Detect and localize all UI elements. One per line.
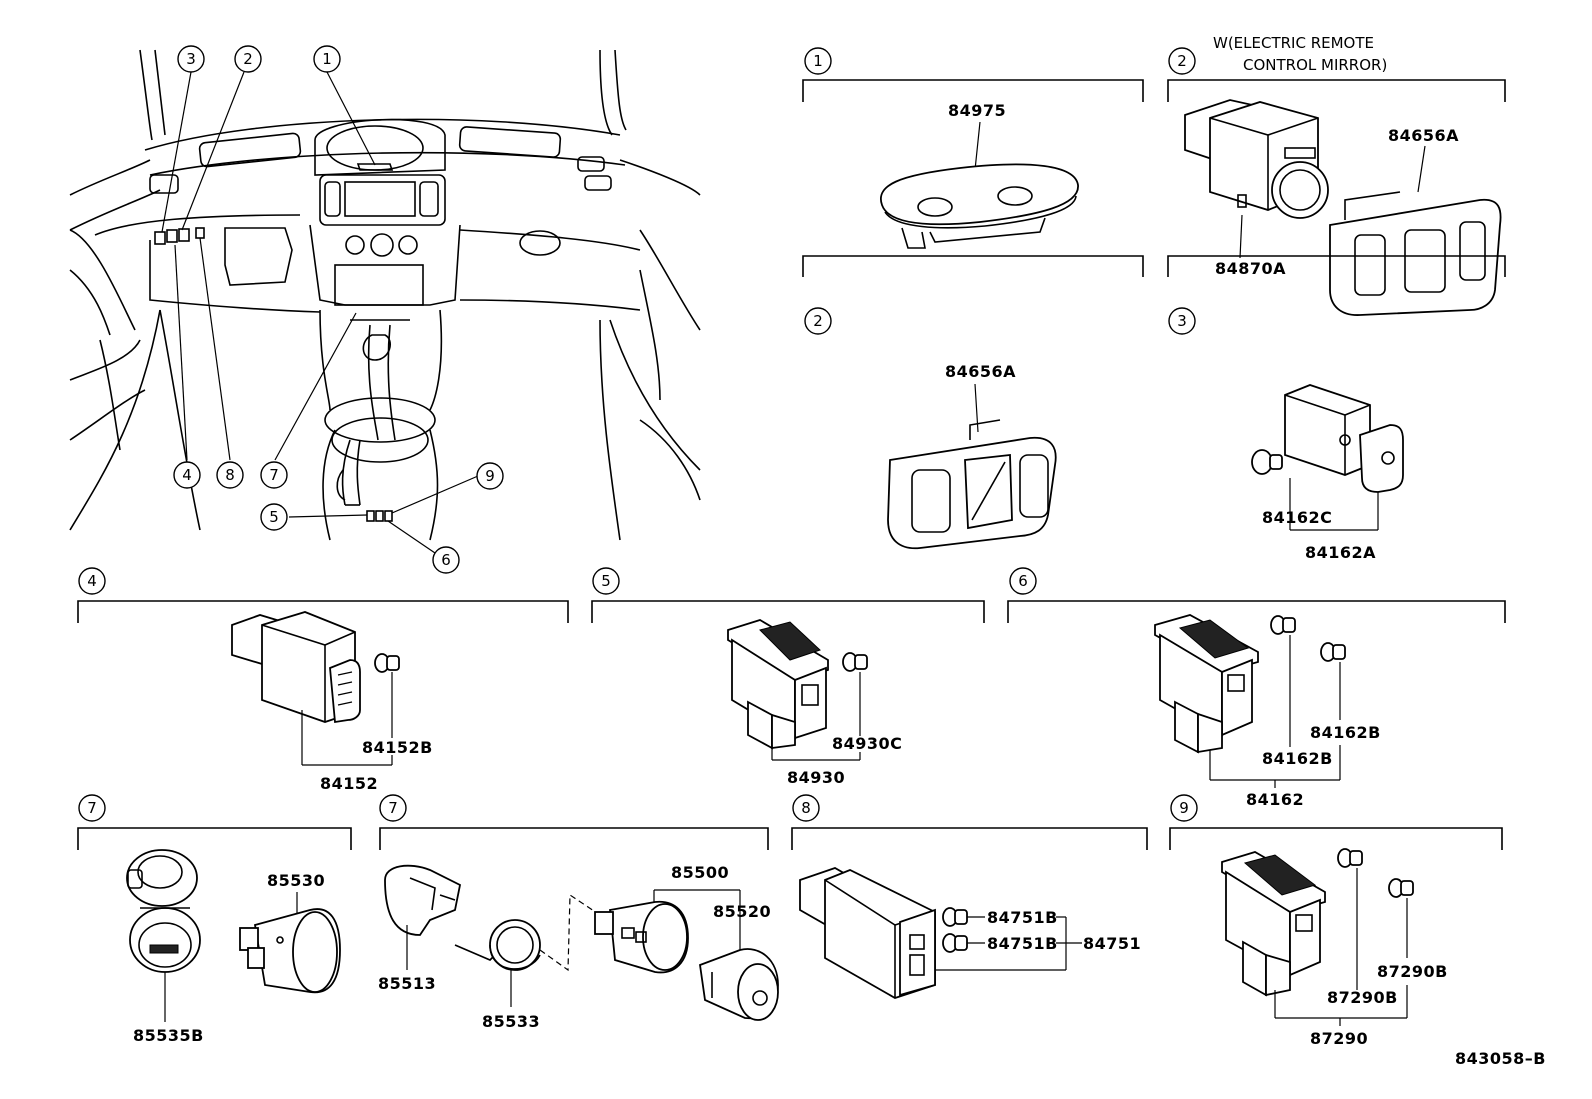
part-84656A-mirror: 84656A (1388, 126, 1459, 145)
svg-text:6: 6 (1018, 572, 1028, 590)
section-7b: 7 85513 85533 85500 85520 (378, 794, 779, 1031)
part-84152B: 84152B (362, 738, 433, 757)
callout-5: 5 (260, 503, 288, 531)
part-85535B: 85535B (133, 1026, 204, 1045)
section-9: 9 87290B 87290B 87290 (1169, 794, 1503, 1048)
lighter-socket-85500 (594, 901, 689, 974)
svg-text:9: 9 (1179, 799, 1189, 817)
bulb-84162C (1251, 449, 1283, 475)
switch-87290 (1221, 851, 1326, 997)
bulb-84152B (374, 653, 400, 673)
retainer-85513 (384, 864, 462, 936)
socket-cover-85535B (126, 849, 201, 973)
svg-text:7: 7 (87, 799, 97, 817)
part-84975: 84975 (948, 101, 1006, 120)
svg-text:5: 5 (601, 572, 611, 590)
part-84930C: 84930C (832, 734, 902, 753)
part-84162A: 84162A (1305, 543, 1376, 562)
mirror-switch-84870A (1184, 99, 1329, 219)
svg-text:9: 9 (485, 467, 495, 485)
section-3: 3 84162C 84162A (1167, 255, 1506, 562)
bulb-84162B-b (1320, 642, 1346, 662)
bulb-87290B-a (1337, 848, 1363, 868)
part-85533: 85533 (482, 1012, 540, 1031)
part-84930: 84930 (787, 768, 845, 787)
bulb-87290B-b (1388, 878, 1414, 898)
svg-text:7: 7 (269, 466, 279, 484)
switch-84751 (799, 867, 936, 999)
section-6: 6 84162B 84162B 84162 (1007, 567, 1506, 809)
svg-text:CONTROL MIRROR): CONTROL MIRROR) (1243, 56, 1387, 74)
part-84162: 84162 (1246, 790, 1304, 809)
dashboard-overview (69, 49, 701, 541)
svg-text:8: 8 (801, 799, 811, 817)
svg-text:6: 6 (441, 551, 451, 569)
svg-text:W(ELECTRIC REMOTE: W(ELECTRIC REMOTE (1213, 34, 1374, 52)
callout-1: 1 (313, 45, 341, 73)
part-84152: 84152 (320, 774, 378, 793)
svg-text:8: 8 (225, 466, 235, 484)
callout-3: 3 (177, 45, 205, 73)
svg-text:4: 4 (87, 572, 97, 590)
svg-text:2: 2 (1177, 52, 1187, 70)
svg-text:7: 7 (388, 799, 398, 817)
bulb-84751B-b (942, 933, 968, 953)
part-85513: 85513 (378, 974, 436, 993)
overview-leaders (161, 71, 479, 554)
bulb-84751B-a (942, 907, 968, 927)
callout-6: 6 (432, 546, 460, 574)
switch-84930 (727, 619, 829, 750)
svg-text:1: 1 (322, 50, 332, 68)
part-84162B-b: 84162B (1310, 723, 1381, 742)
section-1: 1 84975 (802, 47, 1144, 249)
section-7a: 7 85535B 85530 (77, 794, 352, 1045)
ring-85533 (454, 919, 541, 971)
part-85520: 85520 (713, 902, 771, 921)
part-84162C: 84162C (1262, 508, 1332, 527)
section-2-mirror: 2 W(ELECTRIC REMOTE CONTROL MIRROR) 8465… (1167, 34, 1506, 316)
bulb-84930C (842, 652, 868, 672)
switch-84152 (231, 611, 361, 724)
svg-text:4: 4 (182, 466, 192, 484)
section-4: 4 84152B 84152 (77, 567, 569, 793)
part-84162B-a: 84162B (1262, 749, 1333, 768)
section-5: 5 84930C 84930 (591, 567, 985, 787)
section-2: 2 84656A (802, 255, 1144, 550)
part-84751B-a: 84751B (987, 908, 1058, 927)
callout-9: 9 (476, 462, 504, 490)
switch-plate-84975 (879, 163, 1079, 249)
callout-7: 7 (260, 461, 288, 489)
svg-text:2: 2 (243, 50, 253, 68)
svg-text:3: 3 (1177, 312, 1187, 330)
socket-85530 (239, 908, 341, 994)
section-8: 8 84751B 84751B 84751 (791, 794, 1148, 999)
part-87290B-a: 87290B (1327, 988, 1398, 1007)
part-84656A: 84656A (945, 362, 1016, 381)
figure-id: 843058–B (1455, 1049, 1546, 1068)
part-87290B-b: 87290B (1377, 962, 1448, 981)
part-85530: 85530 (267, 871, 325, 890)
svg-text:1: 1 (813, 52, 823, 70)
callout-8: 8 (216, 461, 244, 489)
part-84870A: 84870A (1215, 259, 1286, 278)
svg-text:2: 2 (813, 312, 823, 330)
lighter-85520 (699, 948, 779, 1021)
bulb-84162B-a (1270, 615, 1296, 635)
fog-switch-84162A (1284, 384, 1404, 493)
bezel-84656A (887, 419, 1057, 550)
part-84751B-b: 84751B (987, 934, 1058, 953)
callout-4: 4 (173, 461, 201, 489)
switch-84162 (1154, 614, 1259, 754)
part-85500: 85500 (671, 863, 729, 882)
svg-text:3: 3 (186, 50, 196, 68)
bezel-84656A-mirror (1329, 191, 1502, 316)
part-87290: 87290 (1310, 1029, 1368, 1048)
svg-text:5: 5 (269, 508, 279, 526)
callout-2: 2 (234, 45, 262, 73)
overview-callouts: 1 2 3 4 8 7 9 5 6 (173, 45, 504, 574)
part-84751: 84751 (1083, 934, 1141, 953)
